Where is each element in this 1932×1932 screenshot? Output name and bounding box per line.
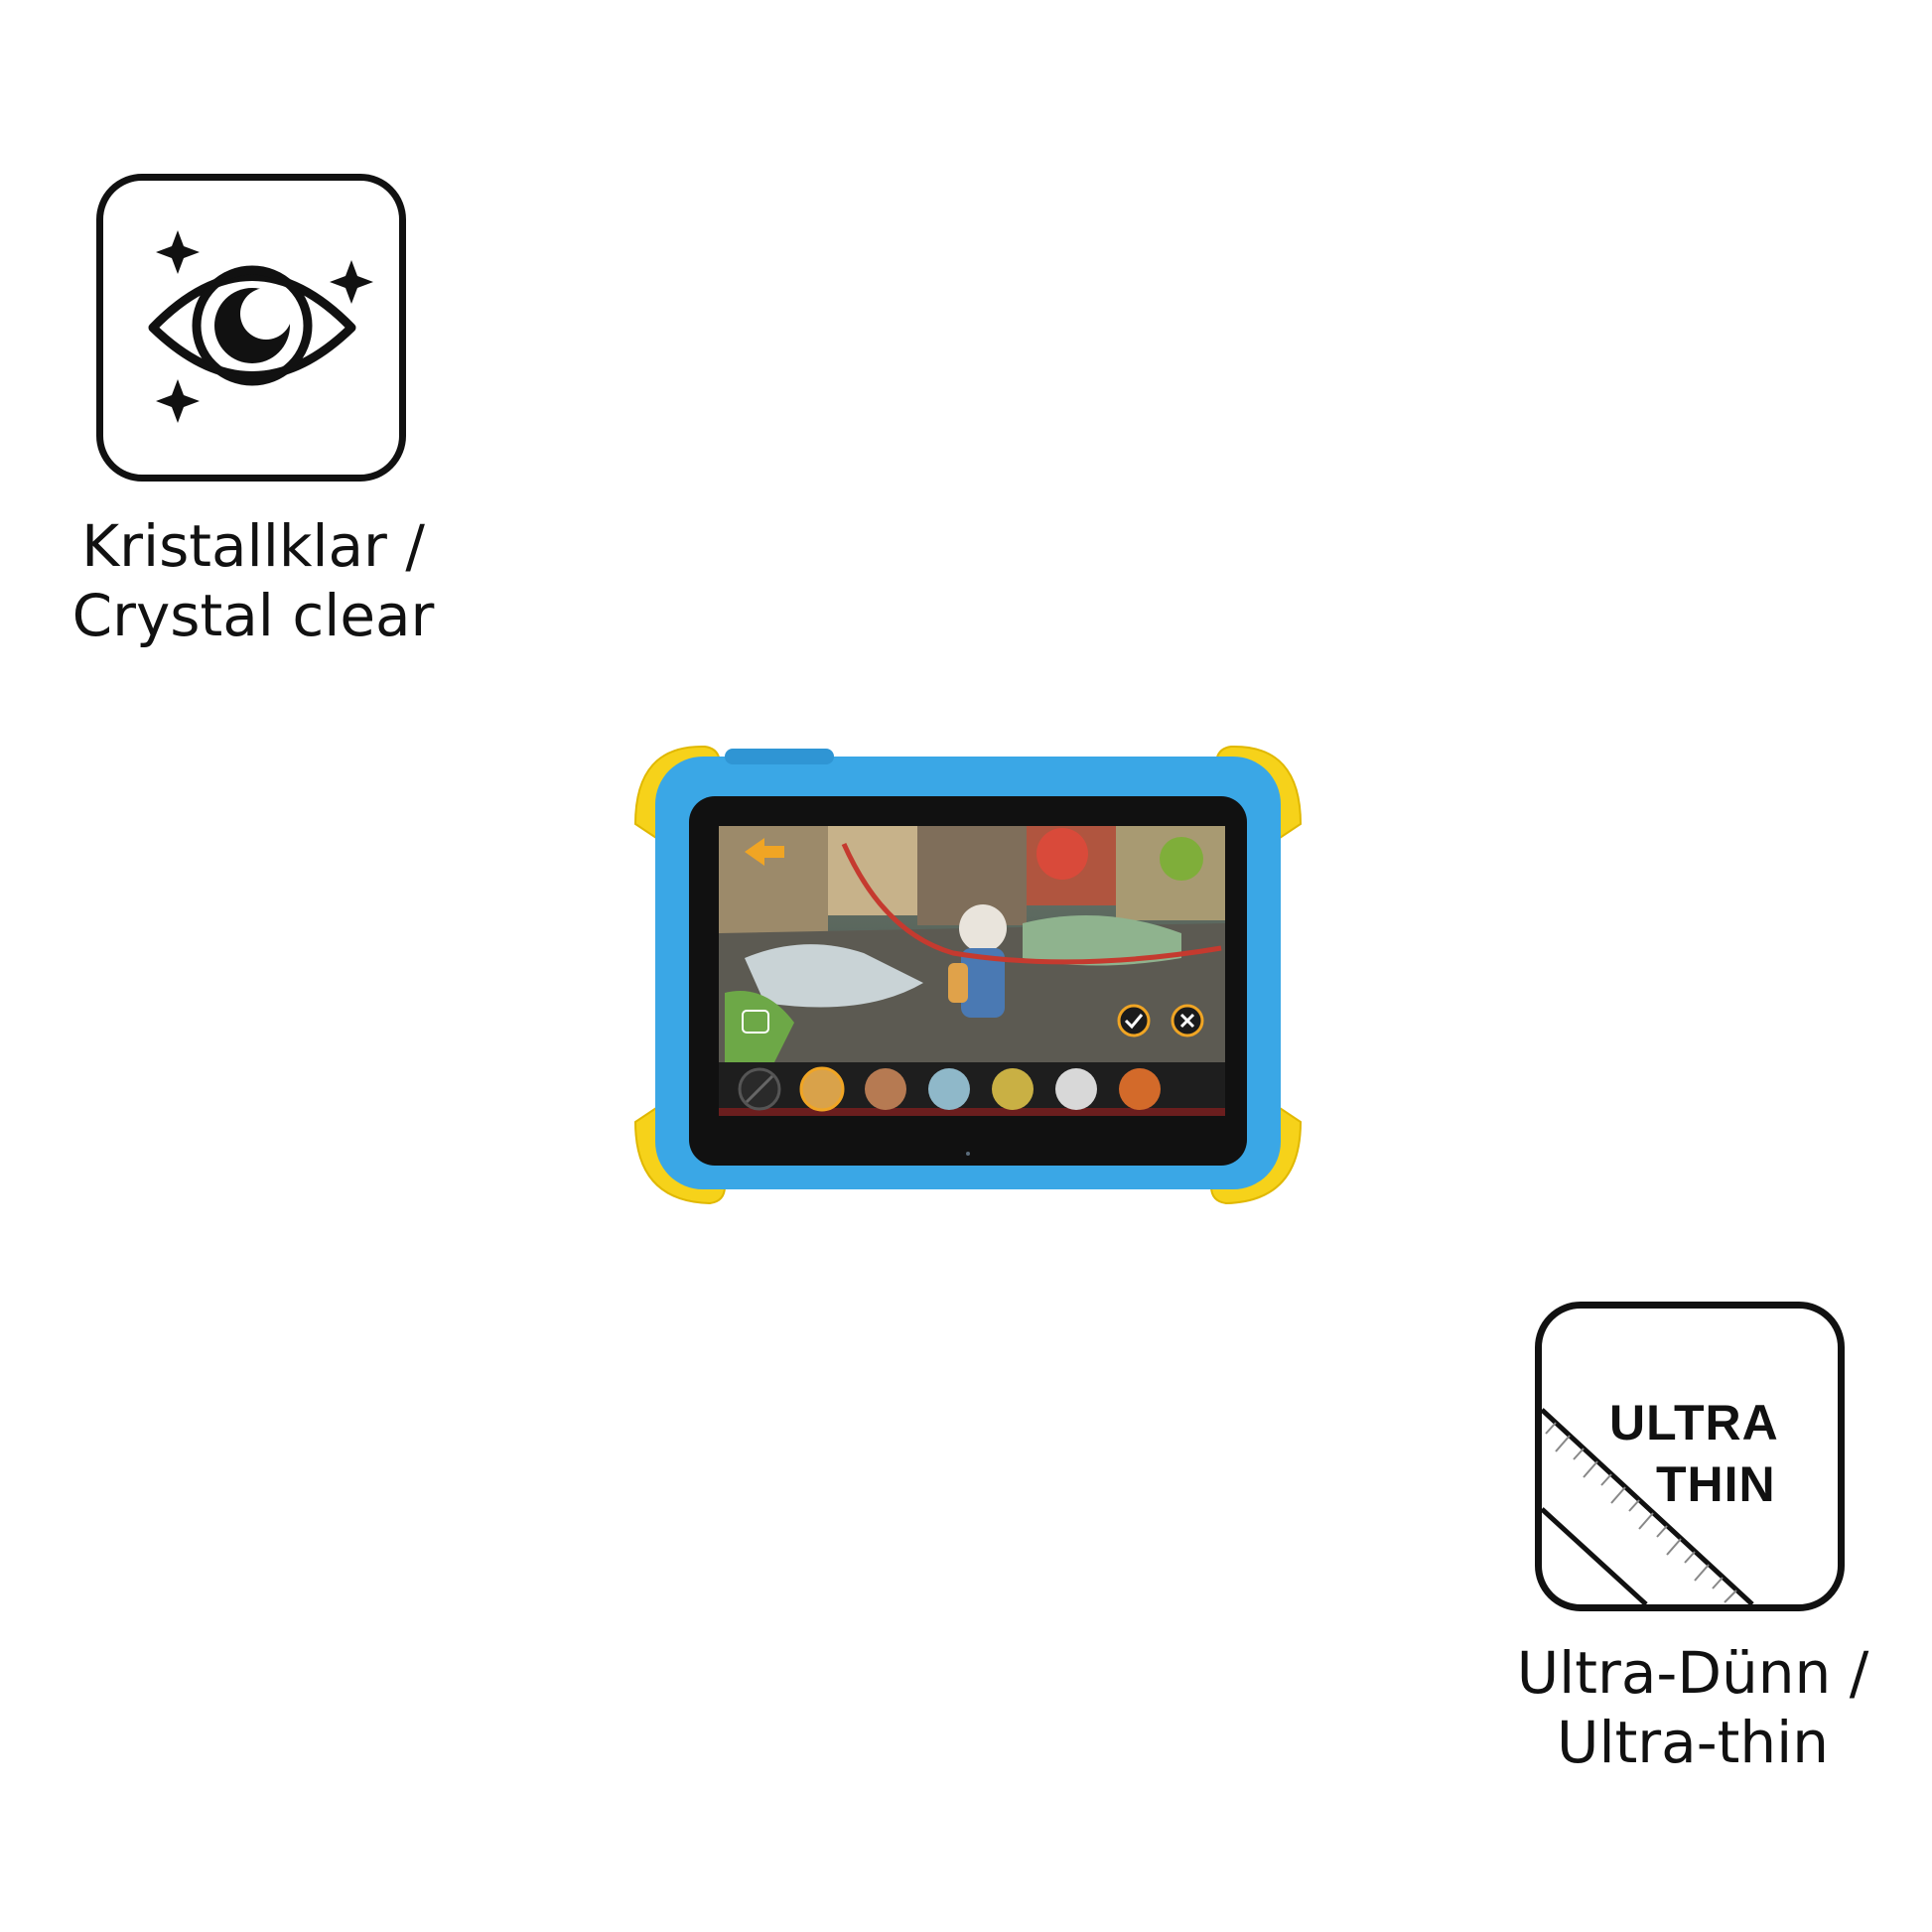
crystal-clear-label: Kristallklar / Crystal clear [20, 511, 486, 650]
crystal-clear-label-line1: Kristallklar / [81, 512, 425, 580]
ultra-thin-label: Ultra-Dünn / Ultra-thin [1449, 1638, 1932, 1777]
tablet-product-image [625, 735, 1311, 1211]
ultra-thin-label-line1: Ultra-Dünn / [1516, 1639, 1869, 1707]
ultra-thin-icon-box: ULTRA THIN [1535, 1302, 1845, 1611]
crystal-clear-label-line2: Crystal clear [71, 582, 435, 649]
eye-sparkle-icon [148, 230, 373, 423]
ultra-badge-text: ULTRA [1609, 1395, 1779, 1450]
crystal-clear-icon-box [96, 174, 406, 482]
thin-badge-text: THIN [1656, 1456, 1776, 1512]
ultra-thin-label-line2: Ultra-thin [1557, 1709, 1829, 1776]
ruler-icon [1542, 1408, 1754, 1604]
kids-tablet-illustration [633, 745, 1303, 1205]
